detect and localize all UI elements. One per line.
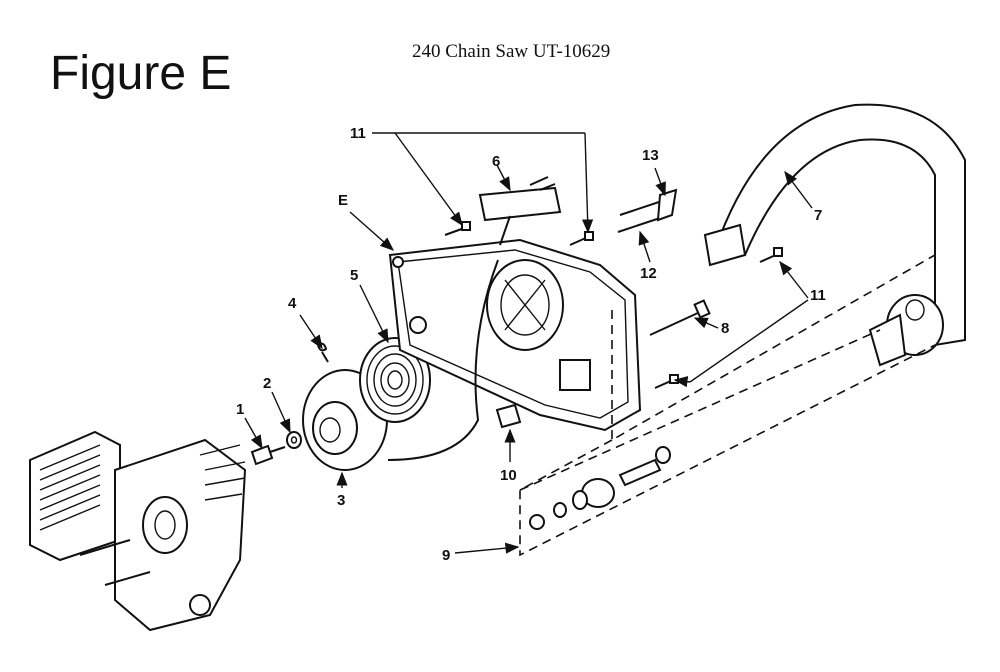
callout-12: 12: [640, 265, 657, 282]
leader-lines: [244, 132, 813, 554]
front-handle-bar: [703, 103, 966, 367]
callout-7: 7: [814, 207, 822, 224]
callout-1: 1: [236, 401, 244, 418]
callout-5: 5: [350, 267, 358, 284]
callout-11-right: 11: [810, 287, 826, 304]
washer: [286, 431, 302, 449]
rewind-spring: [359, 337, 431, 423]
callout-3: 3: [337, 492, 345, 509]
callout-4: 4: [288, 295, 297, 312]
pawl-spring: [317, 342, 329, 363]
callout-E: E: [338, 192, 348, 209]
callout-11-top: 11: [350, 125, 366, 142]
antivibration-assembly: [519, 254, 936, 557]
starter-screw: [250, 444, 286, 466]
callout-9: 9: [442, 547, 450, 564]
callout-8: 8: [721, 320, 729, 337]
bracket-bolts: [617, 188, 678, 233]
starter-handle: [478, 176, 562, 246]
callout-2: 2: [263, 375, 271, 392]
engine-cylinder: [29, 430, 247, 632]
handle-bolt: [649, 299, 711, 336]
callout-13: 13: [642, 147, 659, 164]
square-nut: [495, 403, 522, 429]
callout-6: 6: [492, 153, 500, 170]
starter-housing: [387, 238, 642, 461]
callout-10: 10: [500, 467, 517, 484]
figure-title: Figure E: [50, 47, 232, 100]
diagram-subtitle: 240 Chain Saw UT-10629: [412, 41, 611, 62]
